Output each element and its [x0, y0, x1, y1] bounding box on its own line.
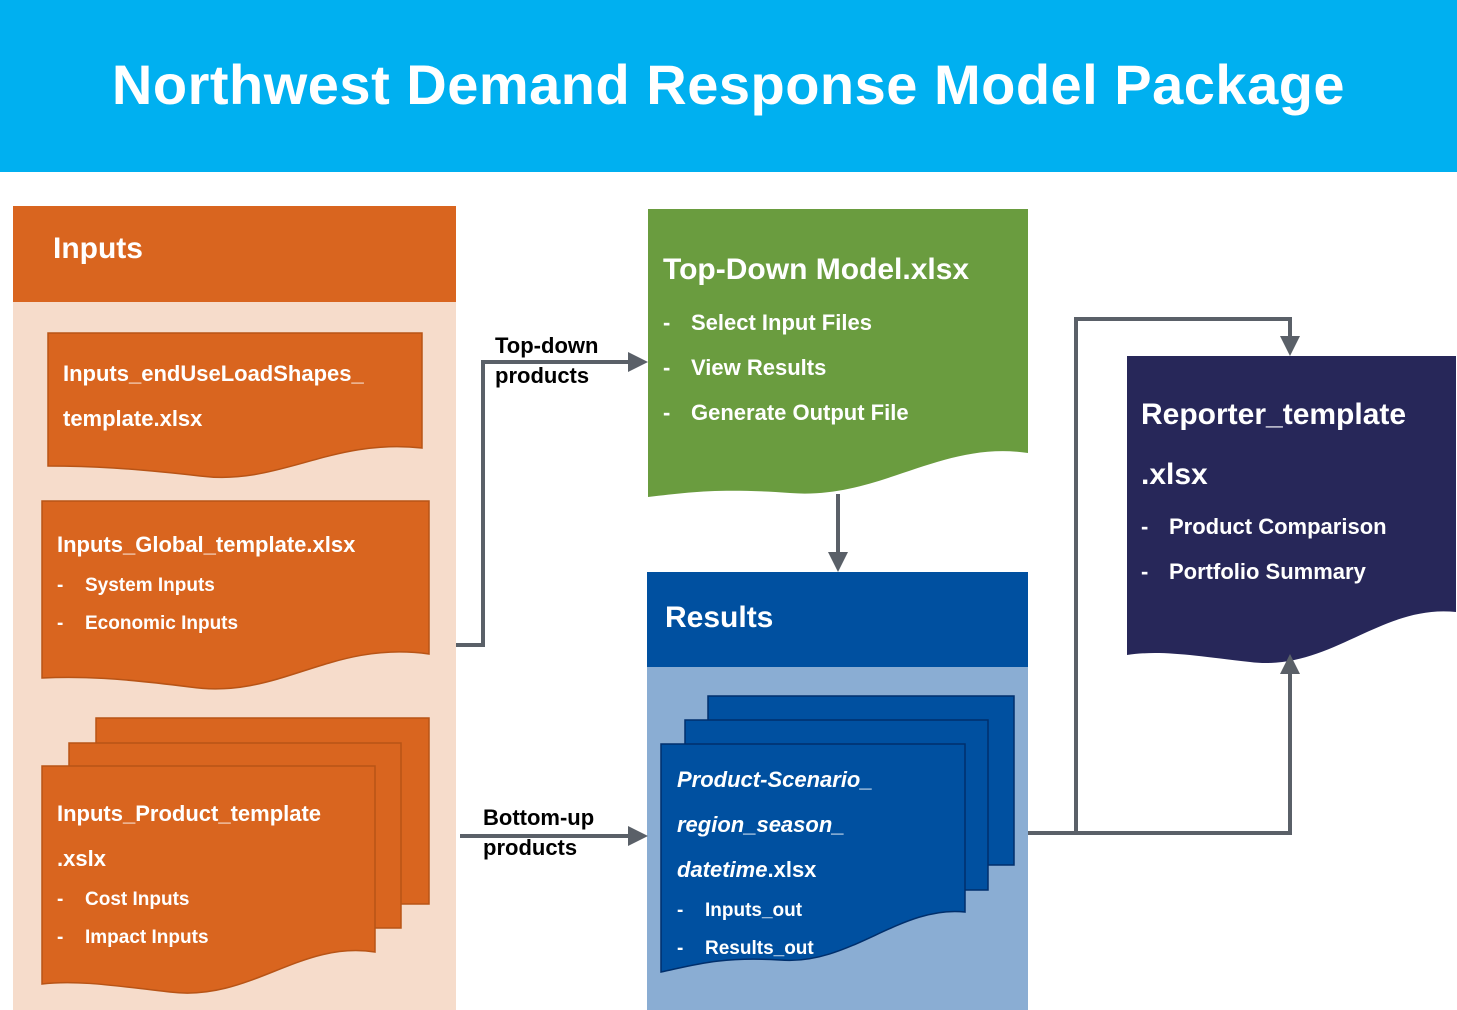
- arrowhead-reporter-bottom: [1280, 654, 1300, 674]
- inputs-product-name-line1: Inputs_Product_template: [57, 801, 322, 826]
- arrowhead-reporter-top: [1280, 336, 1300, 356]
- connector-results-to-reporter-top: [1028, 317, 1292, 835]
- connectors: [456, 317, 1292, 838]
- reporter-document-shape: [1127, 356, 1456, 664]
- results-file-item: -Inputs_out: [677, 900, 803, 921]
- top-down-model-item: -Generate Output File: [663, 400, 909, 425]
- results-file-name-line2: region_season_: [677, 812, 845, 837]
- label-bottom-up-line2: products: [483, 835, 578, 860]
- inputs-product-document-front: [41, 765, 376, 994]
- top-down-model-item: -Select Input Files: [663, 310, 872, 335]
- title-bar: Northwest Demand Response Model Package: [0, 0, 1457, 172]
- reporter-item: -Product Comparison: [1141, 514, 1387, 539]
- label-top-down-line1: Top-down: [495, 333, 599, 358]
- inputs-global-name: Inputs_Global_template.xlsx: [57, 532, 356, 557]
- top-down-model-document-shape: [648, 209, 1028, 497]
- inputs-enduse-name-line2: template.xlsx: [63, 406, 203, 431]
- label-top-down-line2: products: [495, 363, 590, 388]
- page-title: Northwest Demand Response Model Package: [111, 53, 1346, 116]
- results-file-item: -Results_out: [677, 938, 814, 959]
- connector-global-to-topdown: [456, 360, 630, 647]
- top-down-model-item: -View Results: [663, 355, 827, 380]
- arrowhead-topdown: [628, 352, 648, 372]
- inputs-header-bar: [13, 206, 456, 302]
- inputs-product-item: -Cost Inputs: [57, 889, 190, 910]
- inputs-product-item: -Impact Inputs: [57, 927, 209, 948]
- inputs-product-name-line2: .xslx: [57, 846, 106, 871]
- inputs-global-item: -System Inputs: [57, 575, 215, 596]
- inputs-global-item: -Economic Inputs: [57, 613, 239, 634]
- label-bottom-up-line1: Bottom-up: [483, 805, 595, 830]
- inputs-enduse-name-line1: Inputs_endUseLoadShapes_: [63, 361, 364, 386]
- inputs-enduse-document-shape: [47, 332, 423, 479]
- reporter-name-line2: .xlsx: [1141, 458, 1208, 491]
- top-down-model-name: Top-Down Model.xlsx: [663, 253, 970, 286]
- results-header: Results: [665, 601, 774, 634]
- arrowhead-bottomup: [628, 826, 648, 846]
- arrowheads: [628, 336, 1300, 846]
- connector-results-to-reporter-bottom: [1076, 672, 1292, 835]
- reporter-name-line1: Reporter_template: [1141, 398, 1407, 431]
- results-file-name-line1: Product-Scenario_: [677, 767, 873, 792]
- arrowhead-results: [828, 552, 848, 572]
- results-document-front: [660, 743, 966, 973]
- inputs-header: Inputs: [53, 232, 143, 265]
- results-file-name-line3: datetime.xlsx: [677, 857, 817, 882]
- results-header-bar: [647, 572, 1028, 667]
- inputs-global-document-shape: [41, 500, 430, 690]
- reporter-item: -Portfolio Summary: [1141, 559, 1366, 584]
